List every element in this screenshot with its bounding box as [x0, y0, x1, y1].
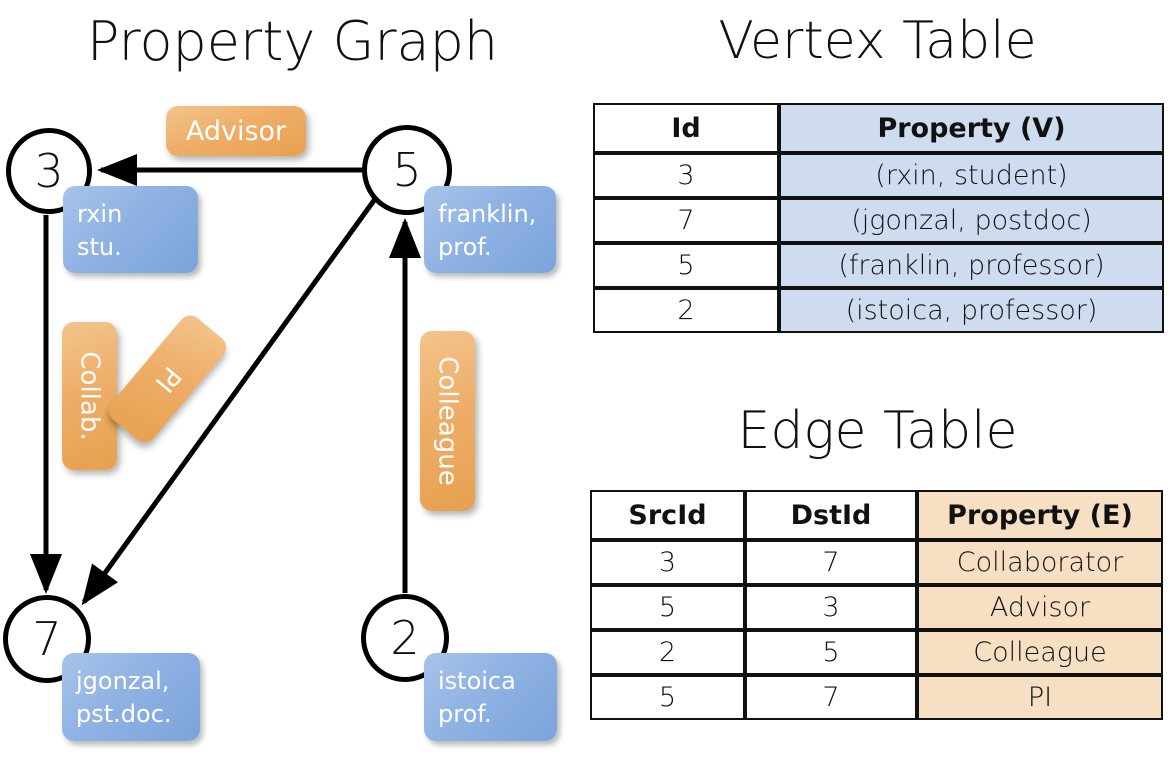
- vertex-node-5-label: 5: [392, 143, 422, 197]
- vertex-node-3-label: 3: [34, 144, 64, 198]
- vertex-node-5[interactable]: 5: [362, 125, 452, 215]
- graph-edges-layer: [30, 154, 421, 606]
- edge-table-cell-dstid: 5: [745, 630, 917, 675]
- property-graph-panel: 3 5 7 2 rxin stu. franklin, prof. jgonza…: [3, 106, 557, 741]
- vertex-table-cell-property: (jgonzal, postdoc): [779, 198, 1164, 243]
- vertex-table-cell-id: 7: [593, 198, 779, 243]
- edge-table-cell-property: Collaborator: [917, 540, 1163, 585]
- vertex-table-header-property: Property (V): [779, 103, 1164, 153]
- edge-table-cell-dstid: 7: [745, 675, 917, 720]
- page-title-edge-table: Edge Table: [737, 401, 1018, 461]
- edge-table-cell-srcid: 5: [590, 675, 745, 720]
- edge-table-header-row: SrcId DstId Property (E): [590, 490, 1163, 540]
- table-row: 2 5 Colleague: [590, 630, 1163, 675]
- vertex-property-box-7: jgonzal, pst.doc.: [62, 653, 200, 741]
- edge-table-header-srcid: SrcId: [590, 490, 745, 540]
- edge-label-collab: Collab.: [62, 322, 117, 470]
- vertex-property-box-2: istoica prof.: [424, 653, 557, 741]
- edge-label-advisor: Advisor: [166, 106, 306, 156]
- edge-table-cell-property: Advisor: [917, 585, 1163, 630]
- vertex-table-cell-property: (istoica, professor): [779, 288, 1164, 333]
- edge-5-to-7-pi: [81, 197, 378, 606]
- vertex-table-header-row: Id Property (V): [593, 103, 1164, 153]
- edge-table-cell-property: PI: [917, 675, 1163, 720]
- edge-table-cell-property: Colleague: [917, 630, 1163, 675]
- vertex-table-cell-property: (franklin, professor): [779, 243, 1164, 288]
- edge-table-header-dstid: DstId: [745, 490, 917, 540]
- edge-label-advisor-text: Advisor: [185, 115, 287, 147]
- edge-label-collab-text: Collab.: [74, 351, 105, 441]
- edge-label-colleague-text: Colleague: [432, 356, 463, 486]
- page-title-vertex-table: Vertex Table: [718, 11, 1037, 71]
- edge-table-header-property: Property (E): [917, 490, 1163, 540]
- vertex-table-cell-id: 3: [593, 153, 779, 198]
- vertex-table: Id Property (V) 3 (rxin, student) 7 (jgo…: [593, 103, 1164, 333]
- vertex-property-box-5: franklin, prof.: [424, 186, 556, 273]
- edge-table-cell-dstid: 7: [745, 540, 917, 585]
- edge-table-cell-dstid: 3: [745, 585, 917, 630]
- edge-table-cell-srcid: 2: [590, 630, 745, 675]
- table-row: 3 (rxin, student): [593, 153, 1164, 198]
- vertex-table-cell-id: 2: [593, 288, 779, 333]
- table-row: 5 3 Advisor: [590, 585, 1163, 630]
- page-title-property-graph: Property Graph: [86, 10, 499, 73]
- vertex-table-cell-property: (rxin, student): [779, 153, 1164, 198]
- edge-table: SrcId DstId Property (E) 3 7 Collaborato…: [590, 490, 1163, 720]
- vertex-table-header-id: Id: [593, 103, 779, 153]
- vertex-node-7-label: 7: [32, 612, 62, 666]
- edge-table-cell-srcid: 5: [590, 585, 745, 630]
- table-row: 5 (franklin, professor): [593, 243, 1164, 288]
- table-row: 2 (istoica, professor): [593, 288, 1164, 333]
- vertex-table-cell-id: 5: [593, 243, 779, 288]
- vertex-node-2-label: 2: [390, 611, 420, 665]
- edge-table-cell-srcid: 3: [590, 540, 745, 585]
- table-row: 7 (jgonzal, postdoc): [593, 198, 1164, 243]
- edge-label-pi-text: PI: [148, 360, 187, 398]
- table-row: 3 7 Collaborator: [590, 540, 1163, 585]
- table-row: 5 7 PI: [590, 675, 1163, 720]
- vertex-property-box-3: rxin stu.: [63, 186, 198, 273]
- edge-label-colleague: Colleague: [420, 331, 475, 511]
- vertex-node-2[interactable]: 2: [361, 594, 449, 682]
